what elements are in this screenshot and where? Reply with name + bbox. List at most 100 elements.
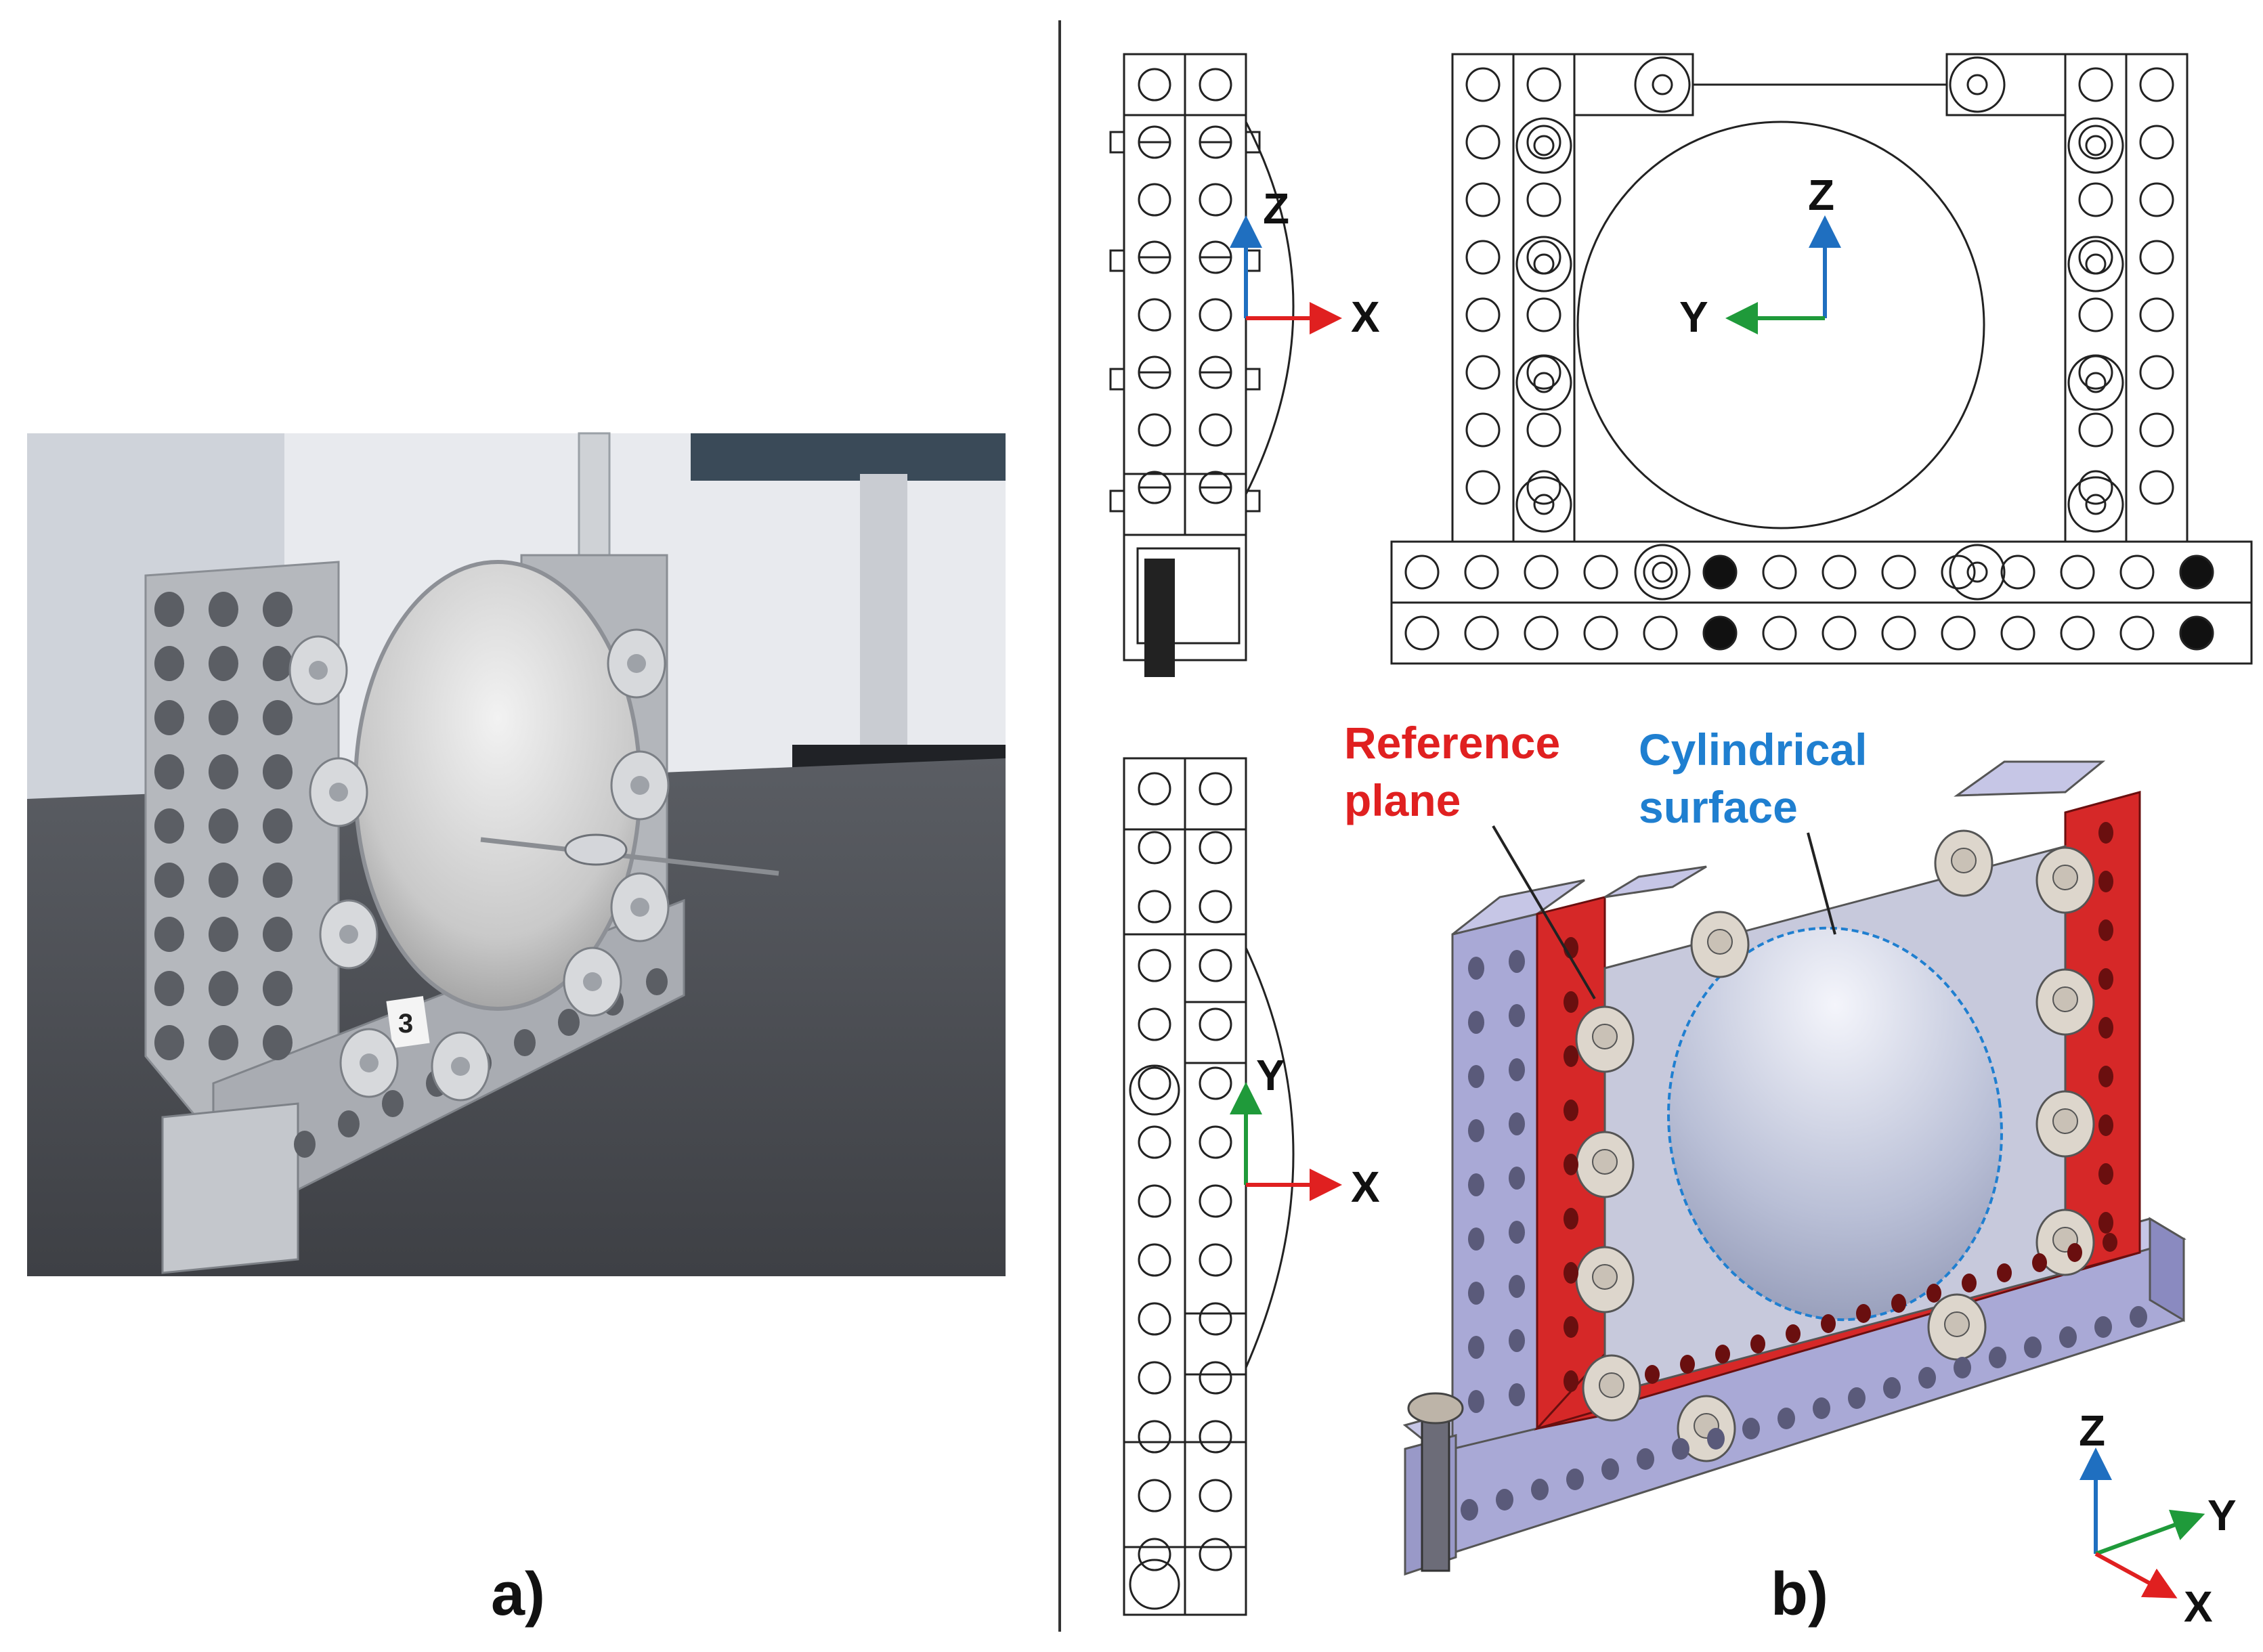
iso-red-hole (1564, 1370, 1578, 1392)
front-column-hole (2078, 67, 2113, 102)
axis-label-x-iso: X (2184, 1582, 2213, 1631)
photo-hole (263, 863, 293, 898)
side-top-bolt-left (1109, 490, 1125, 513)
iso-red-hole (1564, 1154, 1578, 1175)
iso-red-bottom-hole (1821, 1314, 1836, 1333)
photo-hole (209, 646, 238, 681)
side-bottom-hole (1199, 1066, 1232, 1100)
side-top-hole (1199, 183, 1232, 217)
front-base-hole (2060, 555, 2095, 590)
front-base-hole (1583, 615, 1618, 651)
photo-washer-bolt (329, 783, 348, 802)
iso-red-bottom-hole (1750, 1334, 1765, 1353)
side-top-foot (1123, 534, 1247, 661)
photo-hole (209, 808, 238, 844)
photo-washer-bolt (627, 654, 646, 673)
side-bottom-hole (1199, 1125, 1232, 1159)
front-base-hole (1762, 615, 1797, 651)
front-washer-bolt (2085, 253, 2107, 275)
iso-washer-bolt (1944, 1311, 1970, 1337)
front-column-hole (2078, 297, 2113, 332)
iso-washer-bolt (1592, 1024, 1618, 1049)
front-base-hole (2179, 615, 2214, 651)
photo-disk (353, 560, 642, 1011)
front-washer (2067, 236, 2124, 292)
iso-washer-bolt (1951, 848, 1977, 873)
side-bottom-hole (1199, 772, 1232, 806)
side-bottom-hole (1138, 1007, 1171, 1041)
iso-column-hole (1468, 1282, 1484, 1305)
side-bottom-hole (1138, 1302, 1171, 1336)
axis-label-x-side-bottom: X (1351, 1162, 1380, 1211)
iso-red-hole (2098, 871, 2113, 892)
side-top-arc (1245, 121, 1295, 495)
side-bottom-hole (1199, 1184, 1232, 1218)
side-top-spring-box (1136, 547, 1241, 645)
iso-column-hole (1509, 1383, 1525, 1406)
iso-clamp-bolt (1421, 1407, 1450, 1572)
front-column-hole (2139, 412, 2174, 448)
iso-red-bottom-hole (1786, 1324, 1801, 1343)
iso-column-hole (1509, 1221, 1525, 1244)
front-column-hole (2139, 182, 2174, 217)
iso-red-hole (1564, 1100, 1578, 1121)
iso-base-hole (2094, 1316, 2112, 1338)
axis-label-y-front: Y (1679, 292, 1708, 341)
side-bottom-holes (1129, 772, 1232, 1610)
photo-hole (154, 971, 184, 1006)
front-column-hole (1465, 182, 1501, 217)
iso-red-bottom-hole (1680, 1355, 1695, 1374)
iso-red-bottom-hole (2067, 1243, 2082, 1262)
front-column-hole (2078, 240, 2113, 275)
front-base-hole (1583, 555, 1618, 590)
front-column-hole (1465, 470, 1501, 505)
iso-base-hole (1496, 1489, 1513, 1510)
iso-column-hole (1509, 1167, 1525, 1190)
iso-base-hole (2130, 1306, 2147, 1328)
front-column-hole (2078, 125, 2113, 160)
photo-base-hole (514, 1029, 536, 1056)
iso-column-hole (1509, 1275, 1525, 1298)
photo-washer-bolt (451, 1057, 470, 1076)
iso-red-bottom-hole (2032, 1253, 2047, 1272)
photo-hole (263, 592, 293, 627)
side-bottom-hole (1138, 831, 1171, 865)
photo-base-hole (338, 1110, 360, 1137)
side-bottom-nut (1129, 1559, 1180, 1610)
front-base-hole (2000, 555, 2035, 590)
front-base-hole (2179, 555, 2214, 590)
front-base-hole (1822, 615, 1857, 651)
side-bottom-arc (1245, 947, 1295, 1368)
front-top-right-cap (1945, 53, 2067, 116)
front-base-hole (1762, 555, 1797, 590)
iso-column-hole (1468, 1336, 1484, 1359)
iso-washer-bolt (2052, 1108, 2078, 1134)
photo-washers (288, 628, 670, 1102)
iso-red-bottom-hole (1891, 1294, 1906, 1313)
photo-hole (209, 971, 238, 1006)
iso-base-hole (1637, 1448, 1654, 1470)
photo-washer-bolt (360, 1053, 379, 1072)
iso-left-column-top (1452, 879, 1585, 936)
axis-label-z-side-top: Z (1263, 184, 1289, 233)
photo-hole (209, 754, 238, 789)
front-washer (1515, 236, 1572, 292)
iso-red-hole (1564, 991, 1578, 1013)
photo-hole (154, 592, 184, 627)
front-column-hole (1526, 412, 1561, 448)
iso-column-hole (1468, 957, 1484, 980)
photo-hole (154, 646, 184, 681)
iso-base-hole (1531, 1479, 1549, 1500)
photo-base-hole (646, 968, 668, 995)
front-base-lower (1390, 601, 2253, 665)
photo-hole (154, 808, 184, 844)
front-column-hole (1465, 240, 1501, 275)
side-top-holes (1138, 68, 1232, 504)
photo-base-hole (382, 1090, 404, 1117)
front-base-hole (1524, 555, 1559, 590)
front-base-hole (1464, 555, 1499, 590)
iso-red-hole (1564, 1045, 1578, 1067)
front-column-hole (1465, 355, 1501, 390)
front-column-hole (1465, 67, 1501, 102)
iso-red-hole (2098, 1066, 2113, 1087)
